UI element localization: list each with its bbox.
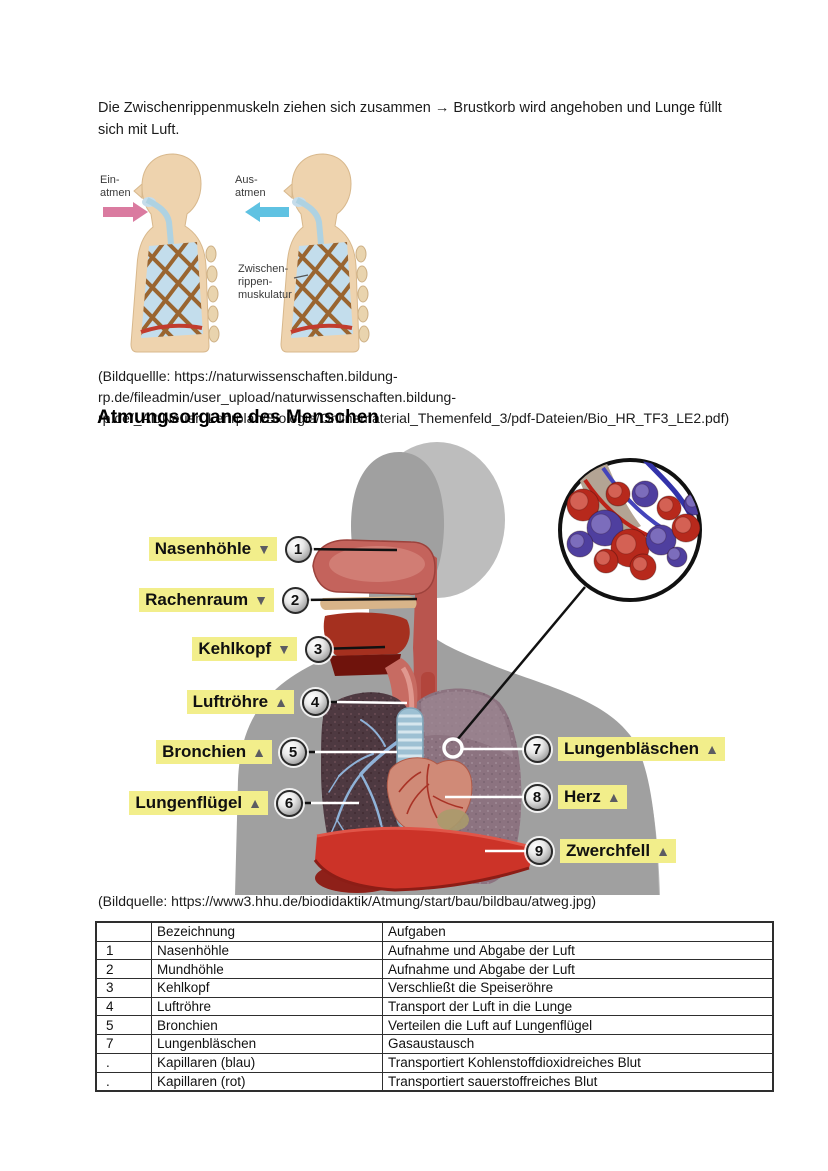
marker-circle-3: 3	[304, 635, 332, 663]
table-row: 5 Bronchien Verteilen die Luft auf Lunge…	[95, 1015, 774, 1036]
triangle-down-icon: ▼	[257, 541, 271, 557]
svg-text:atmen: atmen	[235, 187, 266, 199]
exhale-figure	[265, 154, 369, 355]
label-lungenfluegel: Lungenflügel ▲	[129, 791, 268, 815]
diaphragm	[313, 826, 536, 893]
breathing-illustration: Ein- atmen Aus- atmen Zwischen- rippen- …	[100, 150, 395, 355]
triangle-up-icon: ▲	[705, 741, 719, 757]
table-row: 2 Mundhöhle Aufnahme und Abgabe der Luft	[95, 959, 774, 980]
table-row: 7 Lungenbläschen Gasaustausch	[95, 1034, 774, 1054]
triangle-up-icon: ▲	[606, 789, 621, 805]
triangle-down-icon: ▼	[277, 641, 291, 657]
section-heading: Atmungsorgane des Menschen	[97, 407, 379, 428]
label-lungenblaeschen: Lungenbläschen ▲	[558, 737, 725, 761]
marker-circle-2: 2	[281, 586, 309, 614]
triangle-up-icon: ▲	[656, 843, 670, 859]
intro-paragraph: Die Zwischenrippenmuskeln ziehen sich zu…	[98, 100, 722, 138]
table-row: 3 Kehlkopf Verschließt die Speiseröhre	[95, 978, 774, 998]
header-empty	[95, 921, 152, 942]
marker-circle-5: 5	[279, 738, 307, 766]
svg-text:atmen: atmen	[100, 187, 131, 199]
svg-text:rippen-: rippen-	[238, 276, 273, 288]
triangle-up-icon: ▲	[274, 694, 288, 710]
marker-circle-4: 4	[301, 688, 329, 716]
label-kehlkopf: Kehlkopf ▼	[192, 637, 297, 661]
marker-circle-1: 1	[284, 535, 312, 563]
exhale-label: Aus-	[235, 174, 258, 186]
table-row: . Kapillaren (blau) Transportiert Kohlen…	[95, 1052, 774, 1073]
label-bronchien: Bronchien ▲	[156, 740, 272, 764]
anatomy-canvas	[235, 442, 702, 895]
intercostal-label: Zwischen-	[238, 263, 288, 275]
header-bezeichnung: Bezeichnung	[151, 921, 383, 942]
label-luftroehre: Luftröhre ▲	[186, 690, 294, 714]
svg-text:muskulatur: muskulatur	[238, 289, 292, 301]
inhale-figure	[115, 154, 219, 355]
label-herz: Herz ▲	[558, 785, 627, 809]
exhale-arrow-icon	[245, 202, 289, 222]
triangle-down-icon: ▼	[254, 592, 268, 608]
table-header-row: Bezeichnung Aufgaben	[95, 921, 774, 942]
inhale-arrow-icon	[103, 202, 148, 222]
marker-circle-7: 7	[523, 735, 551, 763]
inhale-label: Ein-	[100, 174, 120, 186]
intercostal-pointer-line	[293, 274, 309, 279]
heart-illustration	[386, 757, 473, 835]
anatomy-illustration: Nasenhöhle ▼ Rachenraum ▼ Kehlkopf ▼ Luf…	[85, 440, 745, 896]
marker-circle-8: 8	[523, 783, 551, 811]
table-row: . Kapillaren (rot) Transportiert sauerst…	[95, 1071, 774, 1092]
triangle-up-icon: ▲	[252, 744, 266, 760]
organs-table: Bezeichnung Aufgaben 1 Nasenhöhle Aufnah…	[95, 921, 774, 1093]
marker-circle-6: 6	[275, 789, 303, 817]
label-nasenhoehle: Nasenhöhle ▼	[148, 537, 277, 561]
marker-circle-9: 9	[525, 837, 553, 865]
inset-pointer-line	[456, 586, 586, 741]
table-row: 4 Luftröhre Transport der Luft in die Lu…	[95, 996, 774, 1017]
table-row: 1 Nasenhöhle Aufnahme und Abgabe der Luf…	[95, 940, 774, 961]
label-rachenraum: Rachenraum ▼	[139, 588, 274, 612]
alveoli-inset	[558, 458, 702, 602]
triangle-up-icon: ▲	[248, 795, 262, 811]
image-source-citation-1: (Bildquellle: https://naturwissenschafte…	[98, 368, 730, 426]
header-aufgaben: Aufgaben	[382, 921, 774, 942]
image-source-citation-2: (Bildquelle: https://www3.hhu.de/biodida…	[98, 893, 597, 909]
label-zwerchfell: Zwerchfell ▲	[560, 839, 676, 863]
